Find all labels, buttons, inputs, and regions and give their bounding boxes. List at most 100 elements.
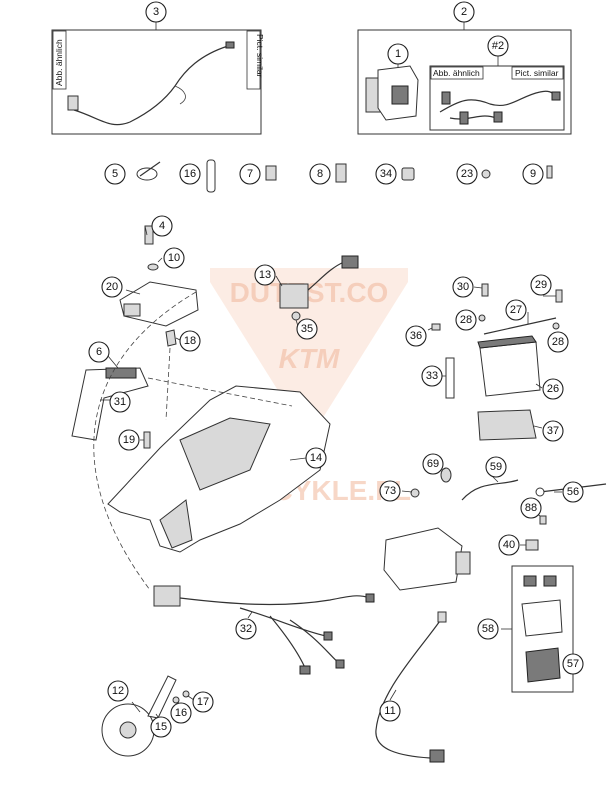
leader-18 <box>175 337 181 341</box>
connector-2b-a <box>441 91 451 105</box>
connector-3-top <box>225 41 235 49</box>
svg-text:17: 17 <box>197 696 209 708</box>
leader-73 <box>401 490 413 493</box>
callout-16b: 16 <box>170 702 192 724</box>
watermark: DUTEST.CO KTM MOTOCYKLE.PL <box>189 268 411 506</box>
box-58-57-relay <box>511 565 574 693</box>
callout-88: 88 <box>520 497 542 519</box>
callout-26: 26 <box>542 378 564 400</box>
callout-35: 35 <box>296 318 318 340</box>
battery-area <box>431 283 563 441</box>
callout-32: 32 <box>235 618 257 640</box>
svg-text:56: 56 <box>567 486 579 498</box>
callout-14: 14 <box>305 447 327 469</box>
callout-30: 30 <box>452 276 474 298</box>
svg-text:6: 6 <box>96 346 102 358</box>
tag-box-2-left <box>430 66 484 80</box>
callout-69: 69 <box>422 453 444 475</box>
part-32-branch-c <box>289 619 341 665</box>
box-2b-frame <box>429 65 565 131</box>
svg-text:16: 16 <box>184 168 196 180</box>
part-32-connector <box>153 585 181 607</box>
tag-pict-left: Pict. similar <box>255 34 265 78</box>
callout-23: 23 <box>456 163 478 185</box>
part-32-branch-a <box>239 607 327 637</box>
dash-20-to-32 <box>93 291 197 591</box>
part-8-holder <box>335 163 347 183</box>
callout-3: 3 <box>145 1 167 23</box>
leader-13 <box>275 275 283 287</box>
small-parts-row <box>136 159 553 193</box>
starter-motor-gear <box>455 551 471 575</box>
part-31-bracket <box>71 367 149 441</box>
connector-2b-c <box>493 111 503 123</box>
svg-text:16: 16 <box>175 707 187 719</box>
part-73-nut <box>410 488 420 498</box>
callout-2b: #2 <box>487 35 509 57</box>
connector-3-left <box>67 95 79 111</box>
part-19-screw <box>143 431 151 449</box>
watermark-line2: KTM <box>279 343 340 374</box>
part-11-connector <box>429 749 445 763</box>
part-13-wire <box>307 261 345 291</box>
leader-lines <box>100 225 562 721</box>
part-88-cap <box>539 515 547 525</box>
part-28b-nut <box>552 322 560 330</box>
part-11-eye <box>437 611 447 623</box>
callout-33: 33 <box>421 365 443 387</box>
tag-box-left <box>52 30 67 90</box>
part-13-connector <box>341 255 359 269</box>
callout-58: 58 <box>477 618 499 640</box>
leader-69 <box>441 467 447 471</box>
callout-34: 34 <box>375 163 397 185</box>
part-33-strap <box>445 357 455 399</box>
part-11-wire <box>375 617 443 759</box>
part-57-cover <box>525 647 561 683</box>
callout-36: 36 <box>405 325 427 347</box>
part-6-clip <box>105 367 137 379</box>
callout-2: 2 <box>453 1 475 23</box>
starter-motor <box>383 527 463 591</box>
part-4-screw <box>144 225 154 245</box>
part-40-boot <box>525 539 539 551</box>
svg-text:36: 36 <box>410 330 422 342</box>
connector-2b-b <box>459 111 469 125</box>
part-26-battery <box>479 341 541 397</box>
svg-text:14: 14 <box>310 452 322 464</box>
svg-text:69: 69 <box>427 458 439 470</box>
part-58-cap-b <box>543 575 557 587</box>
callout-8: 8 <box>309 163 331 185</box>
part-1-block <box>391 85 409 105</box>
part-7-relay <box>265 165 277 181</box>
leader-10 <box>157 257 163 263</box>
regulator-assembly <box>279 255 359 321</box>
part-32-end-a <box>365 593 375 603</box>
part-5-cable-tie <box>136 167 158 181</box>
callout-57: 57 <box>562 653 584 675</box>
svg-text:5: 5 <box>112 168 118 180</box>
part-27-rod <box>483 317 557 335</box>
svg-text:27: 27 <box>510 304 522 316</box>
svg-text:40: 40 <box>503 539 515 551</box>
part-16b-washer <box>172 696 180 704</box>
svg-text:18: 18 <box>184 335 196 347</box>
svg-text:8: 8 <box>317 168 323 180</box>
box-3-wire-harness: Abb. ähnlich Pict. similar <box>51 22 265 135</box>
starter-area <box>383 467 607 591</box>
callout-9: 9 <box>522 163 544 185</box>
wire-2b-lower <box>449 115 497 120</box>
callouts: 3 2 1 #2 5 16 7 8 34 23 9 4 10 20 18 6 3… <box>88 1 584 738</box>
callout-59: 59 <box>485 456 507 478</box>
svg-text:28: 28 <box>552 336 564 348</box>
part-17-nut <box>182 690 190 698</box>
part-32-end-c <box>299 665 311 675</box>
watermark-shield <box>210 268 408 440</box>
part-35-screw <box>291 311 301 321</box>
leader-30 <box>473 286 483 289</box>
leader-36 <box>427 327 433 331</box>
callout-17: 17 <box>192 691 214 713</box>
callout-5: 5 <box>104 163 126 185</box>
leader-14 <box>289 457 307 461</box>
box-2-wiring-kit: Abb. ähnlich Pict. similar <box>357 22 572 135</box>
